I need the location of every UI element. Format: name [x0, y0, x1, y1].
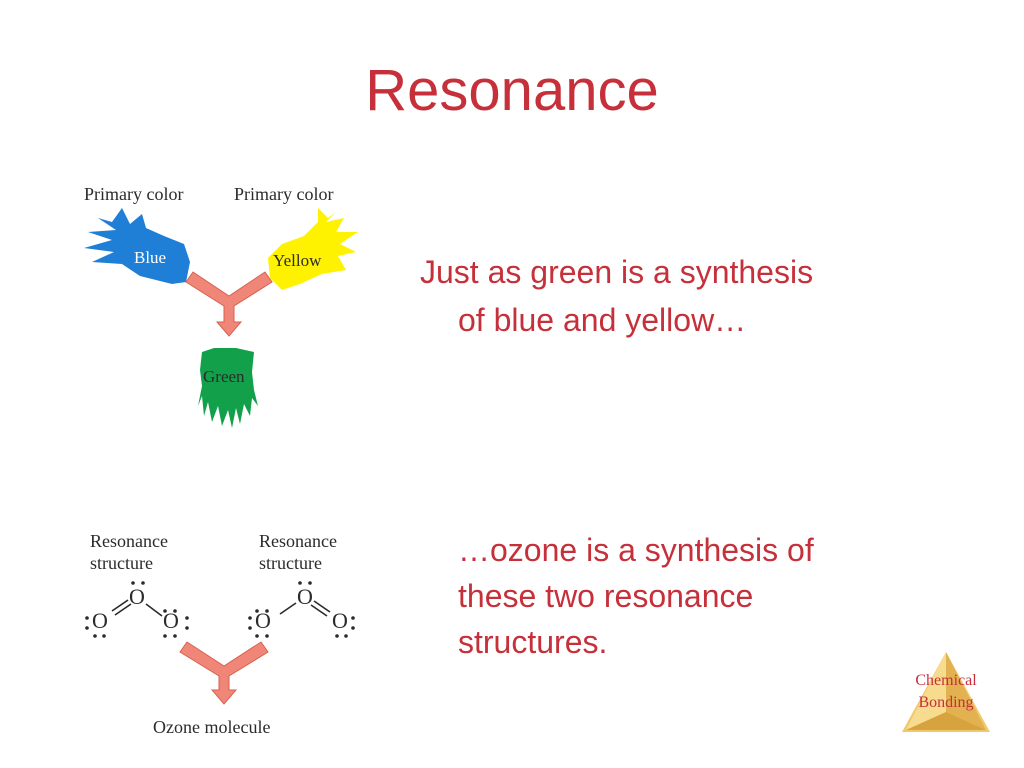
green-synthesis-text-line2: of blue and yellow…	[458, 302, 747, 338]
slide-title: Resonance	[365, 58, 659, 123]
lone-pair-electrons	[85, 581, 355, 638]
oxygen-atom-right-3: O	[332, 608, 348, 633]
chemical-bonding-badge-shape	[902, 652, 990, 732]
oxygen-atom-left-1: O	[92, 608, 108, 633]
oxygen-atom-left-3: O	[163, 608, 179, 633]
yellow-paint-splash	[268, 208, 358, 290]
resonance-caption-right-line1: Resonance	[259, 531, 337, 551]
oxygen-atom-left-2: O	[129, 584, 145, 609]
resonance-caption-left-line2: structure	[90, 553, 153, 573]
yellow-label: Yellow	[273, 251, 322, 270]
chemical-bonding-badge-line2: Bonding	[918, 694, 974, 711]
green-synthesis-text-line1: Just as green is a synthesis	[420, 254, 814, 290]
resonance-structure-right-bonds	[279, 600, 331, 617]
blue-label: Blue	[134, 248, 167, 267]
oxygen-atom-right-1: O	[255, 608, 271, 633]
resonance-structure-left-bonds	[111, 599, 163, 617]
resonance-caption-right-line2: structure	[259, 553, 322, 573]
resonance-caption-left-line1: Resonance	[90, 531, 168, 551]
ozone-synthesis-text-line3: structures.	[458, 624, 608, 660]
ozone-molecule-label: Ozone molecule	[153, 717, 271, 737]
ozone-synthesis-text-line1: …ozone is a synthesis of	[458, 532, 814, 568]
color-merge-arrow	[185, 271, 273, 337]
ozone-merge-arrow	[179, 641, 269, 705]
ozone-synthesis-text-line2: these two resonance	[458, 578, 754, 614]
primary-color-caption-left: Primary color	[84, 184, 184, 204]
chemical-bonding-badge-line1: Chemical	[915, 672, 977, 689]
oxygen-atom-right-2: O	[297, 584, 313, 609]
primary-color-caption-right: Primary color	[234, 184, 334, 204]
blue-paint-splash	[84, 208, 190, 284]
green-paint-splash	[198, 348, 258, 428]
green-label: Green	[203, 367, 245, 386]
